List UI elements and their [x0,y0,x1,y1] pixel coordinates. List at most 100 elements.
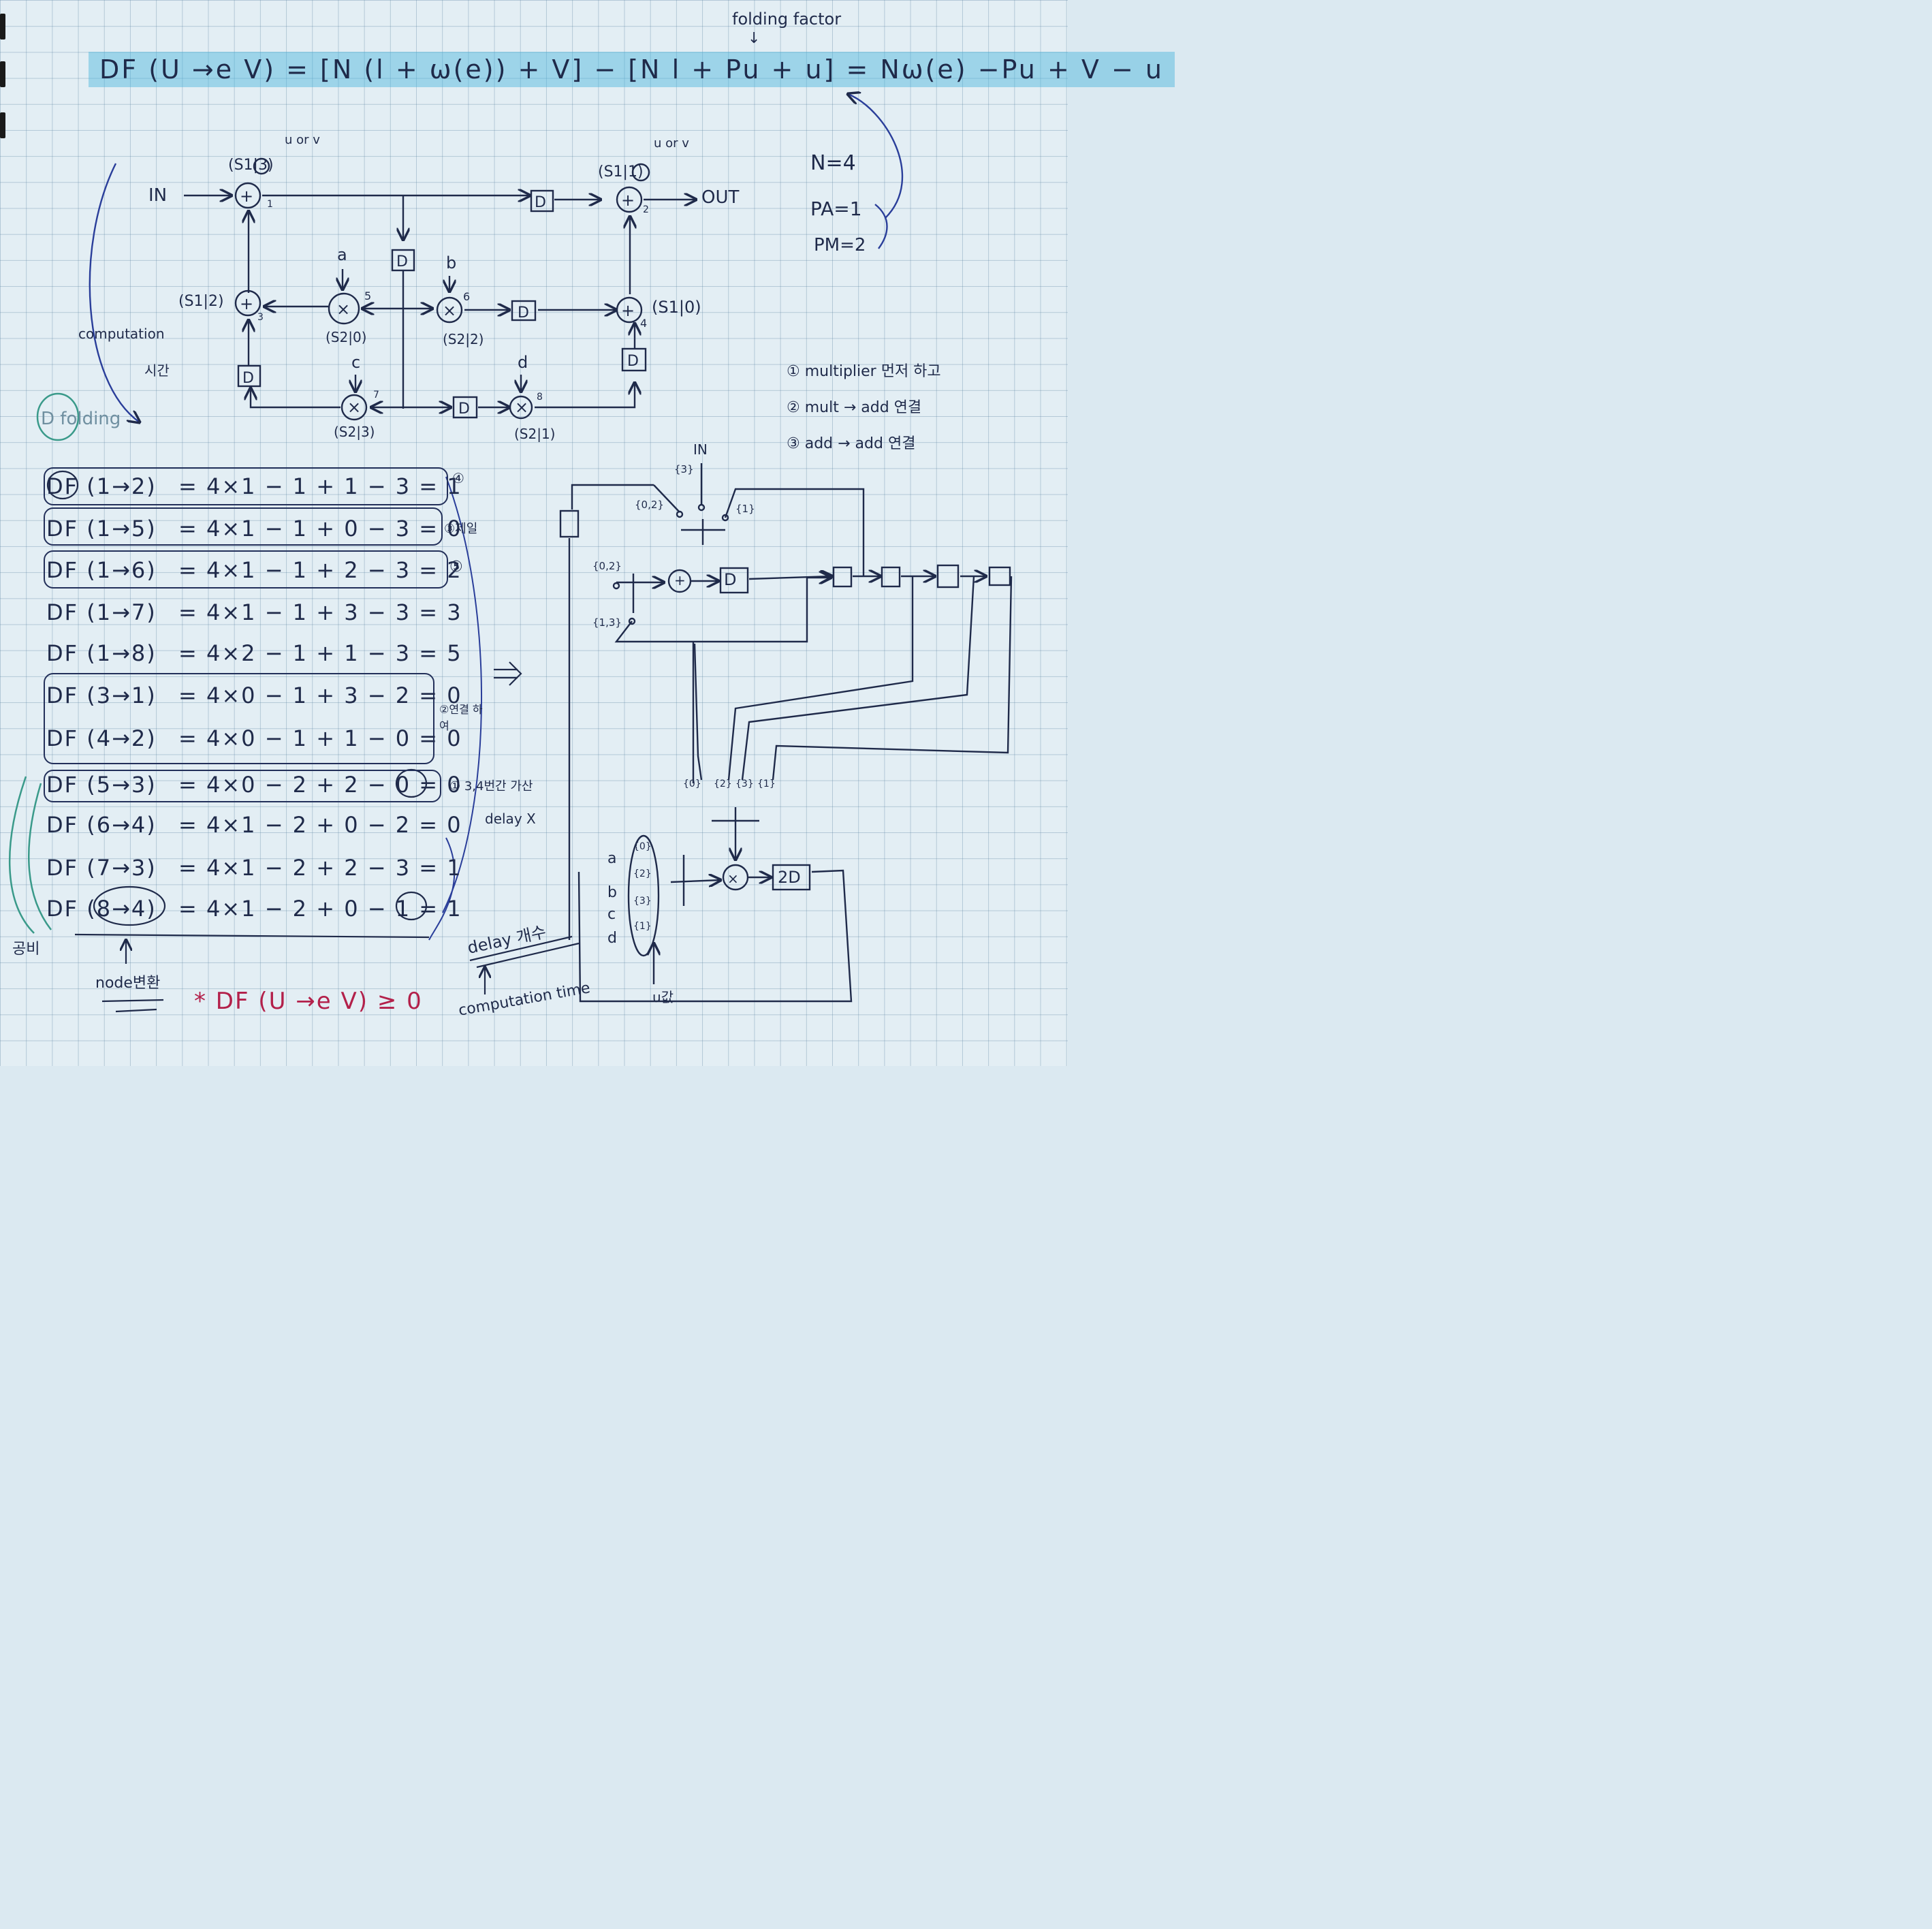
folded-coef-slot: {0} [633,841,652,852]
svg-text:+: + [621,301,635,320]
folded-schedule-label: {1} [735,503,755,515]
uorv-note: u or v [285,133,320,147]
equation-lhs: DF (1→2) [46,473,157,499]
computation-note-2: 시간 [144,360,170,379]
svg-text:×: × [347,398,361,417]
equation-lhs: DF (6→4) [46,812,157,838]
coef-c: c [351,353,360,372]
node-label-s1-3: (S1|3) [228,157,274,174]
svg-text:D: D [518,304,529,322]
node-label-s1-2: (S1|2) [178,293,224,310]
equation-rhs: = 4×1 − 1 + 3 − 3 = 3 [178,599,462,625]
graph-out-label: OUT [701,187,739,208]
svg-text:×: × [443,301,456,320]
svg-text:D: D [535,194,546,211]
delay-x-note: delay X [485,811,536,827]
node-index-2: 2 [643,204,649,215]
eq-note-1: ① 3,4번간 가산 [449,777,533,794]
folded-coef-c: c [607,906,616,923]
folded-switch [614,583,619,589]
folded-delay-left [560,511,578,537]
annotation-arrow [848,94,902,218]
brace [875,204,887,249]
u-value-note: u값 [652,986,674,1006]
folded-delay-3 [882,567,900,586]
folded-adder-symbol: + [674,572,686,589]
folded-coef-a: a [607,850,616,867]
computation-note: computation [78,326,165,342]
implies-arrow [509,662,521,685]
equation-rhs: = 4×1 − 2 + 0 − 1 = 1 [178,896,462,922]
folded-switch [677,512,682,517]
svg-text:+: + [240,294,253,313]
equation-rhs: = 4×1 − 2 + 0 − 2 = 0 [178,812,462,838]
svg-text:+: + [621,191,635,210]
svg-text:D: D [396,253,408,270]
node-index-4: 4 [640,317,647,330]
folded-schedule-label: {0,2} [635,499,664,511]
equation-lhs: DF (1→8) [46,640,157,666]
node-index-7: 7 [373,390,379,401]
folded-schedule-label: {2} [714,779,732,789]
equation-rhs: = 4×1 − 1 + 2 − 3 = 2 [178,557,462,583]
equation-lhs: DF (1→6) [46,557,157,583]
folded-in-label: IN [693,441,708,458]
folded-delay-label: D [724,570,736,589]
coef-d: d [518,353,528,372]
equation-rhs: = 4×2 − 1 + 1 − 3 = 5 [178,640,462,666]
svg-text:D: D [242,370,254,387]
svg-text:×: × [336,300,350,319]
equation-lhs: DF (8→4) [46,896,157,922]
folded-delay-4 [938,565,958,587]
gongbi-note: 공비 [12,937,39,958]
uorv-note: u or v [654,136,689,151]
equation-lhs: DF (5→3) [46,772,157,798]
equation-rhs: = 4×1 − 1 + 1 − 3 = 1 [178,473,462,499]
folded-coef-b: b [607,884,617,901]
eq-note-3: ③제일 [444,519,477,537]
folded-coef-slot: {2} [633,868,652,879]
edge-8-d-4 [535,383,635,407]
folded-schedule-label: {0,2} [592,560,622,572]
equation-rhs: = 4×0 − 1 + 1 − 0 = 0 [178,725,462,751]
green-bracket [10,777,34,933]
svg-text:D: D [458,401,470,418]
node-index-6: 6 [463,290,470,303]
folded-mult-symbol: × [727,871,739,887]
constraint-note: * DF (U →e V) ≥ 0 [194,988,423,1015]
folded-switch [699,505,704,510]
folded-coef-slot: {3} [633,896,652,907]
node-label-s1-0: (S1|0) [652,298,701,317]
coef-a: a [337,245,347,264]
edge-7-d-3 [251,388,341,407]
annotation-curve [429,838,454,940]
scribble [102,1000,163,1011]
node-label-s2-0: (S2|0) [326,329,367,345]
folded-coef-d: d [607,930,617,947]
node-label-s1-1: (S1|1) [598,163,644,181]
equation-rhs: = 4×1 − 2 + 2 − 3 = 1 [178,855,462,881]
equation-rhs: = 4×1 − 1 + 0 − 3 = 0 [178,516,462,542]
node-index-3: 3 [257,312,264,323]
graph-in-label: IN [148,185,167,206]
node-label-s2-2: (S2|2) [443,331,484,347]
folded-schedule-label: {3} [735,779,754,789]
equation-lhs: DF (1→5) [46,516,157,542]
folded-schedule-label: {1,3} [592,616,622,629]
node-index-5: 5 [364,289,371,302]
folded-2d-label: 2D [778,868,801,887]
folded-wire [773,576,1011,780]
equation-lhs: DF (3→1) [46,683,157,708]
folded-wire [671,880,720,882]
folded-wire [695,644,701,780]
node-label-s2-1: (S2|1) [514,426,556,442]
node-index-8: 8 [537,392,543,403]
procedure-note-2: ② mult → add 연결 [787,395,921,417]
svg-text:+: + [240,187,253,206]
eq-note-4: ④ [452,470,464,486]
coef-b: b [446,253,456,272]
folded-delay-2 [834,567,851,586]
eq-note-5: ⑤ [449,559,463,576]
equation-lhs: DF (7→3) [46,855,157,881]
node-index-1: 1 [267,199,273,210]
